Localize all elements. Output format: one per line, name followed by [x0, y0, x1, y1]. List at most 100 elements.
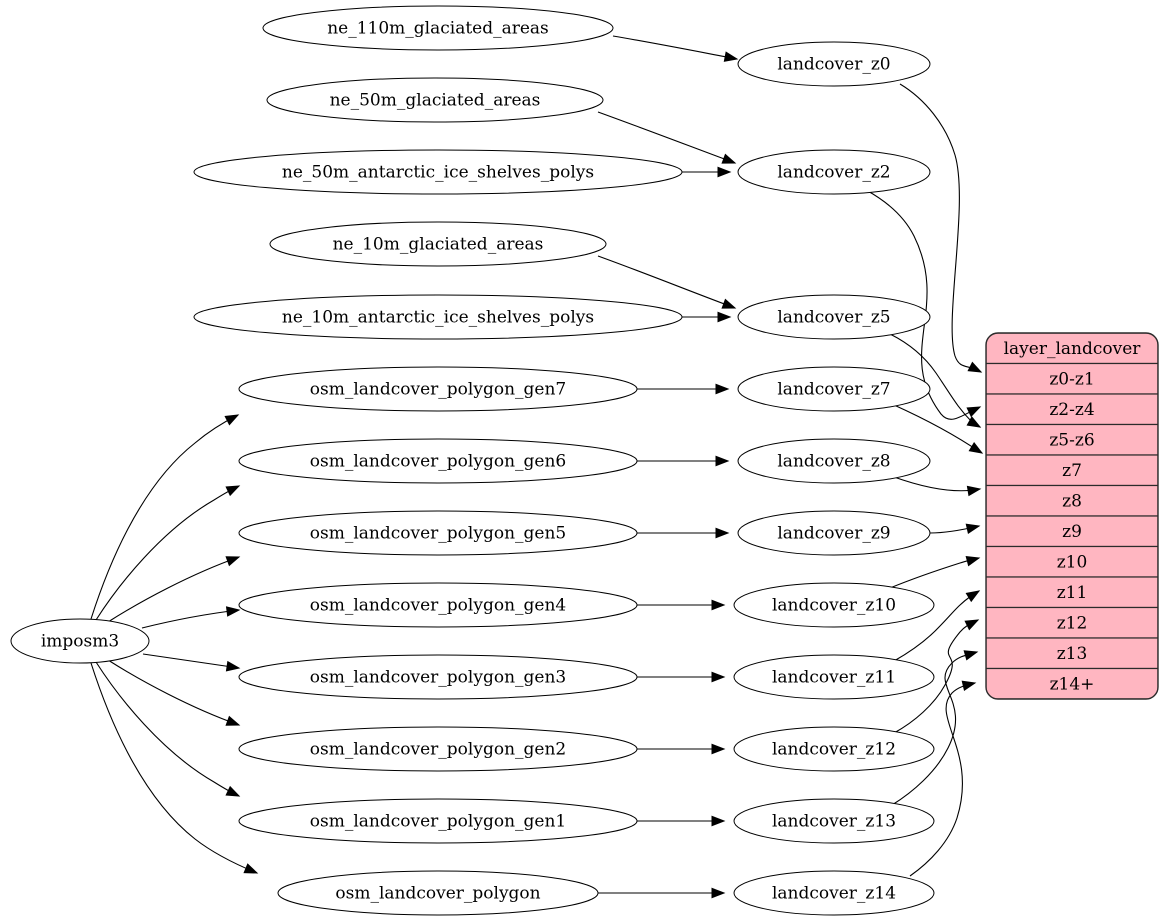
node-label-landcover_z13: landcover_z13 [772, 812, 896, 832]
edge-arrowhead [715, 527, 730, 539]
node-label-landcover_z14: landcover_z14 [772, 884, 896, 904]
node-label-landcover_z9: landcover_z9 [777, 524, 890, 544]
node-ne_10m_glaciated_areas[interactable]: ne_10m_glaciated_areas [269, 221, 607, 267]
table-row-label-8: z12 [1057, 613, 1088, 633]
node-label-landcover_z11: landcover_z11 [772, 668, 896, 688]
node-label-landcover_z7: landcover_z7 [777, 380, 890, 400]
node-landcover_z13[interactable]: landcover_z13 [733, 798, 935, 844]
table-row-label-7: z11 [1057, 583, 1088, 603]
node-label-osm_landcover_polygon_gen7: osm_landcover_polygon_gen7 [310, 380, 566, 400]
edge-arrowhead [965, 556, 981, 567]
edge-arrowhead [225, 606, 241, 617]
edge-arrowhead [964, 619, 980, 631]
table-header-label: layer_landcover [1004, 339, 1142, 359]
edge-osm_landcover_polygon_gen6-to-landcover_z8 [637, 455, 730, 467]
edge-osm_landcover_polygon_gen1-to-landcover_z13 [637, 815, 726, 827]
edge-osm_landcover_polygon-to-landcover_z14 [597, 887, 726, 899]
edge-imposm3-to-osm_landcover_polygon_gen3 [142, 653, 241, 672]
node-osm_landcover_polygon_gen3[interactable]: osm_landcover_polygon_gen3 [238, 654, 638, 700]
table-row-label-10: z14+ [1050, 674, 1095, 694]
edge-arrowhead [711, 599, 726, 611]
edge-landcover_z10-to-table_row_6 [889, 556, 981, 589]
node-label-ne_50m_antarctic_ice_shelves_polys: ne_50m_antarctic_ice_shelves_polys [282, 163, 594, 183]
node-landcover_z12[interactable]: landcover_z12 [733, 726, 935, 772]
node-imposm3[interactable]: imposm3 [10, 618, 150, 664]
node-osm_landcover_polygon_gen7[interactable]: osm_landcover_polygon_gen7 [238, 366, 638, 412]
node-shape-landcover_z7 [737, 366, 931, 412]
edge-line [95, 661, 240, 797]
edge-arrowhead [225, 715, 241, 726]
node-landcover_z10[interactable]: landcover_z10 [733, 582, 935, 628]
edge-arrowhead [717, 166, 732, 178]
table-outline [985, 332, 1159, 700]
node-landcover_z5[interactable]: landcover_z5 [737, 294, 931, 340]
edge-ne_50m_antarctic_ice_shelves_polys-to-landcover_z2 [681, 166, 732, 178]
node-shape-ne_50m_glaciated_areas [266, 77, 604, 123]
node-osm_landcover_polygon_gen4[interactable]: osm_landcover_polygon_gen4 [238, 582, 638, 628]
table-row-cell-1 [986, 393, 1158, 426]
table-row-cell-7 [986, 576, 1158, 609]
edge-line [893, 619, 979, 734]
edge-line [107, 659, 240, 726]
edge-line [90, 414, 239, 620]
edge-landcover_z0-to-table_row_0 [899, 83, 983, 373]
table-row-label-9: z13 [1057, 644, 1088, 664]
node-osm_landcover_polygon_gen5[interactable]: osm_landcover_polygon_gen5 [238, 510, 638, 556]
node-osm_landcover_polygon[interactable]: osm_landcover_polygon [277, 870, 599, 916]
node-landcover_z11[interactable]: landcover_z11 [733, 654, 935, 700]
node-shape-osm_landcover_polygon_gen1 [238, 798, 638, 844]
node-shape-landcover_z10 [733, 582, 935, 628]
node-label-ne_10m_antarctic_ice_shelves_polys: ne_10m_antarctic_ice_shelves_polys [282, 308, 594, 328]
node-landcover_z0[interactable]: landcover_z0 [737, 41, 931, 87]
node-landcover_z2[interactable]: landcover_z2 [737, 149, 931, 195]
edge-arrowhead [224, 414, 240, 426]
edge-arrowhead [961, 680, 977, 692]
node-label-osm_landcover_polygon_gen5: osm_landcover_polygon_gen5 [310, 524, 566, 544]
edge-osm_landcover_polygon_gen3-to-landcover_z11 [637, 671, 726, 683]
edge-landcover_z14-to-table_row_10 [909, 680, 977, 877]
edge-arrowhead [715, 455, 730, 467]
table-row-label-6: z10 [1057, 552, 1088, 572]
edge-landcover_z13-to-table_row_9 [891, 650, 979, 806]
node-shape-osm_landcover_polygon_gen3 [238, 654, 638, 700]
table-row-label-3: z7 [1062, 461, 1082, 481]
table-row-label-2: z5-z6 [1049, 430, 1094, 450]
edge-ne_10m_glaciated_areas-to-landcover_z5 [597, 255, 737, 309]
node-landcover_z14[interactable]: landcover_z14 [733, 870, 935, 916]
edge-landcover_z11-to-table_row_7 [893, 590, 981, 662]
node-osm_landcover_polygon_gen2[interactable]: osm_landcover_polygon_gen2 [238, 726, 638, 772]
node-landcover_z8[interactable]: landcover_z8 [737, 438, 931, 484]
edge-line [893, 476, 981, 492]
edge-osm_landcover_polygon_gen5-to-landcover_z9 [637, 527, 730, 539]
edge-osm_landcover_polygon_gen2-to-landcover_z12 [636, 743, 726, 755]
node-ne_110m_glaciated_areas[interactable]: ne_110m_glaciated_areas [262, 5, 614, 51]
node-osm_landcover_polygon_gen6[interactable]: osm_landcover_polygon_gen6 [238, 438, 638, 484]
node-shape-imposm3 [10, 618, 150, 664]
node-label-imposm3: imposm3 [41, 632, 119, 652]
table-row-label-1: z2-z4 [1049, 400, 1094, 420]
node-ne_10m_antarctic_ice_shelves_polys[interactable]: ne_10m_antarctic_ice_shelves_polys [193, 294, 683, 340]
node-label-ne_10m_glaciated_areas: ne_10m_glaciated_areas [333, 235, 544, 255]
edge-line [909, 682, 976, 877]
edge-line [142, 653, 240, 669]
node-shape-landcover_z2 [737, 149, 931, 195]
edge-landcover_z7-to-table_row_3 [893, 404, 984, 454]
node-landcover_z9[interactable]: landcover_z9 [737, 510, 931, 556]
edge-arrowhead [225, 556, 241, 567]
node-label-osm_landcover_polygon_gen6: osm_landcover_polygon_gen6 [310, 452, 566, 472]
node-shape-ne_110m_glaciated_areas [262, 5, 614, 51]
node-label-osm_landcover_polygon_gen1: osm_landcover_polygon_gen1 [310, 812, 566, 832]
edge-imposm3-to-osm_landcover_polygon_gen7 [90, 414, 240, 620]
node-ne_50m_antarctic_ice_shelves_polys[interactable]: ne_50m_antarctic_ice_shelves_polys [193, 149, 683, 195]
edge-imposm3-to-osm_landcover_polygon_gen1 [95, 661, 241, 797]
edge-osm_landcover_polygon_gen7-to-landcover_z7 [637, 383, 730, 395]
node-osm_landcover_polygon_gen1[interactable]: osm_landcover_polygon_gen1 [238, 798, 638, 844]
edge-osm_landcover_polygon_gen4-to-landcover_z10 [637, 599, 726, 611]
node-shape-landcover_z0 [737, 41, 931, 87]
edge-arrowhead [243, 863, 259, 874]
node-landcover_z7[interactable]: landcover_z7 [737, 366, 931, 412]
node-ne_50m_glaciated_areas[interactable]: ne_50m_glaciated_areas [266, 77, 604, 123]
node-label-landcover_z8: landcover_z8 [777, 452, 890, 472]
